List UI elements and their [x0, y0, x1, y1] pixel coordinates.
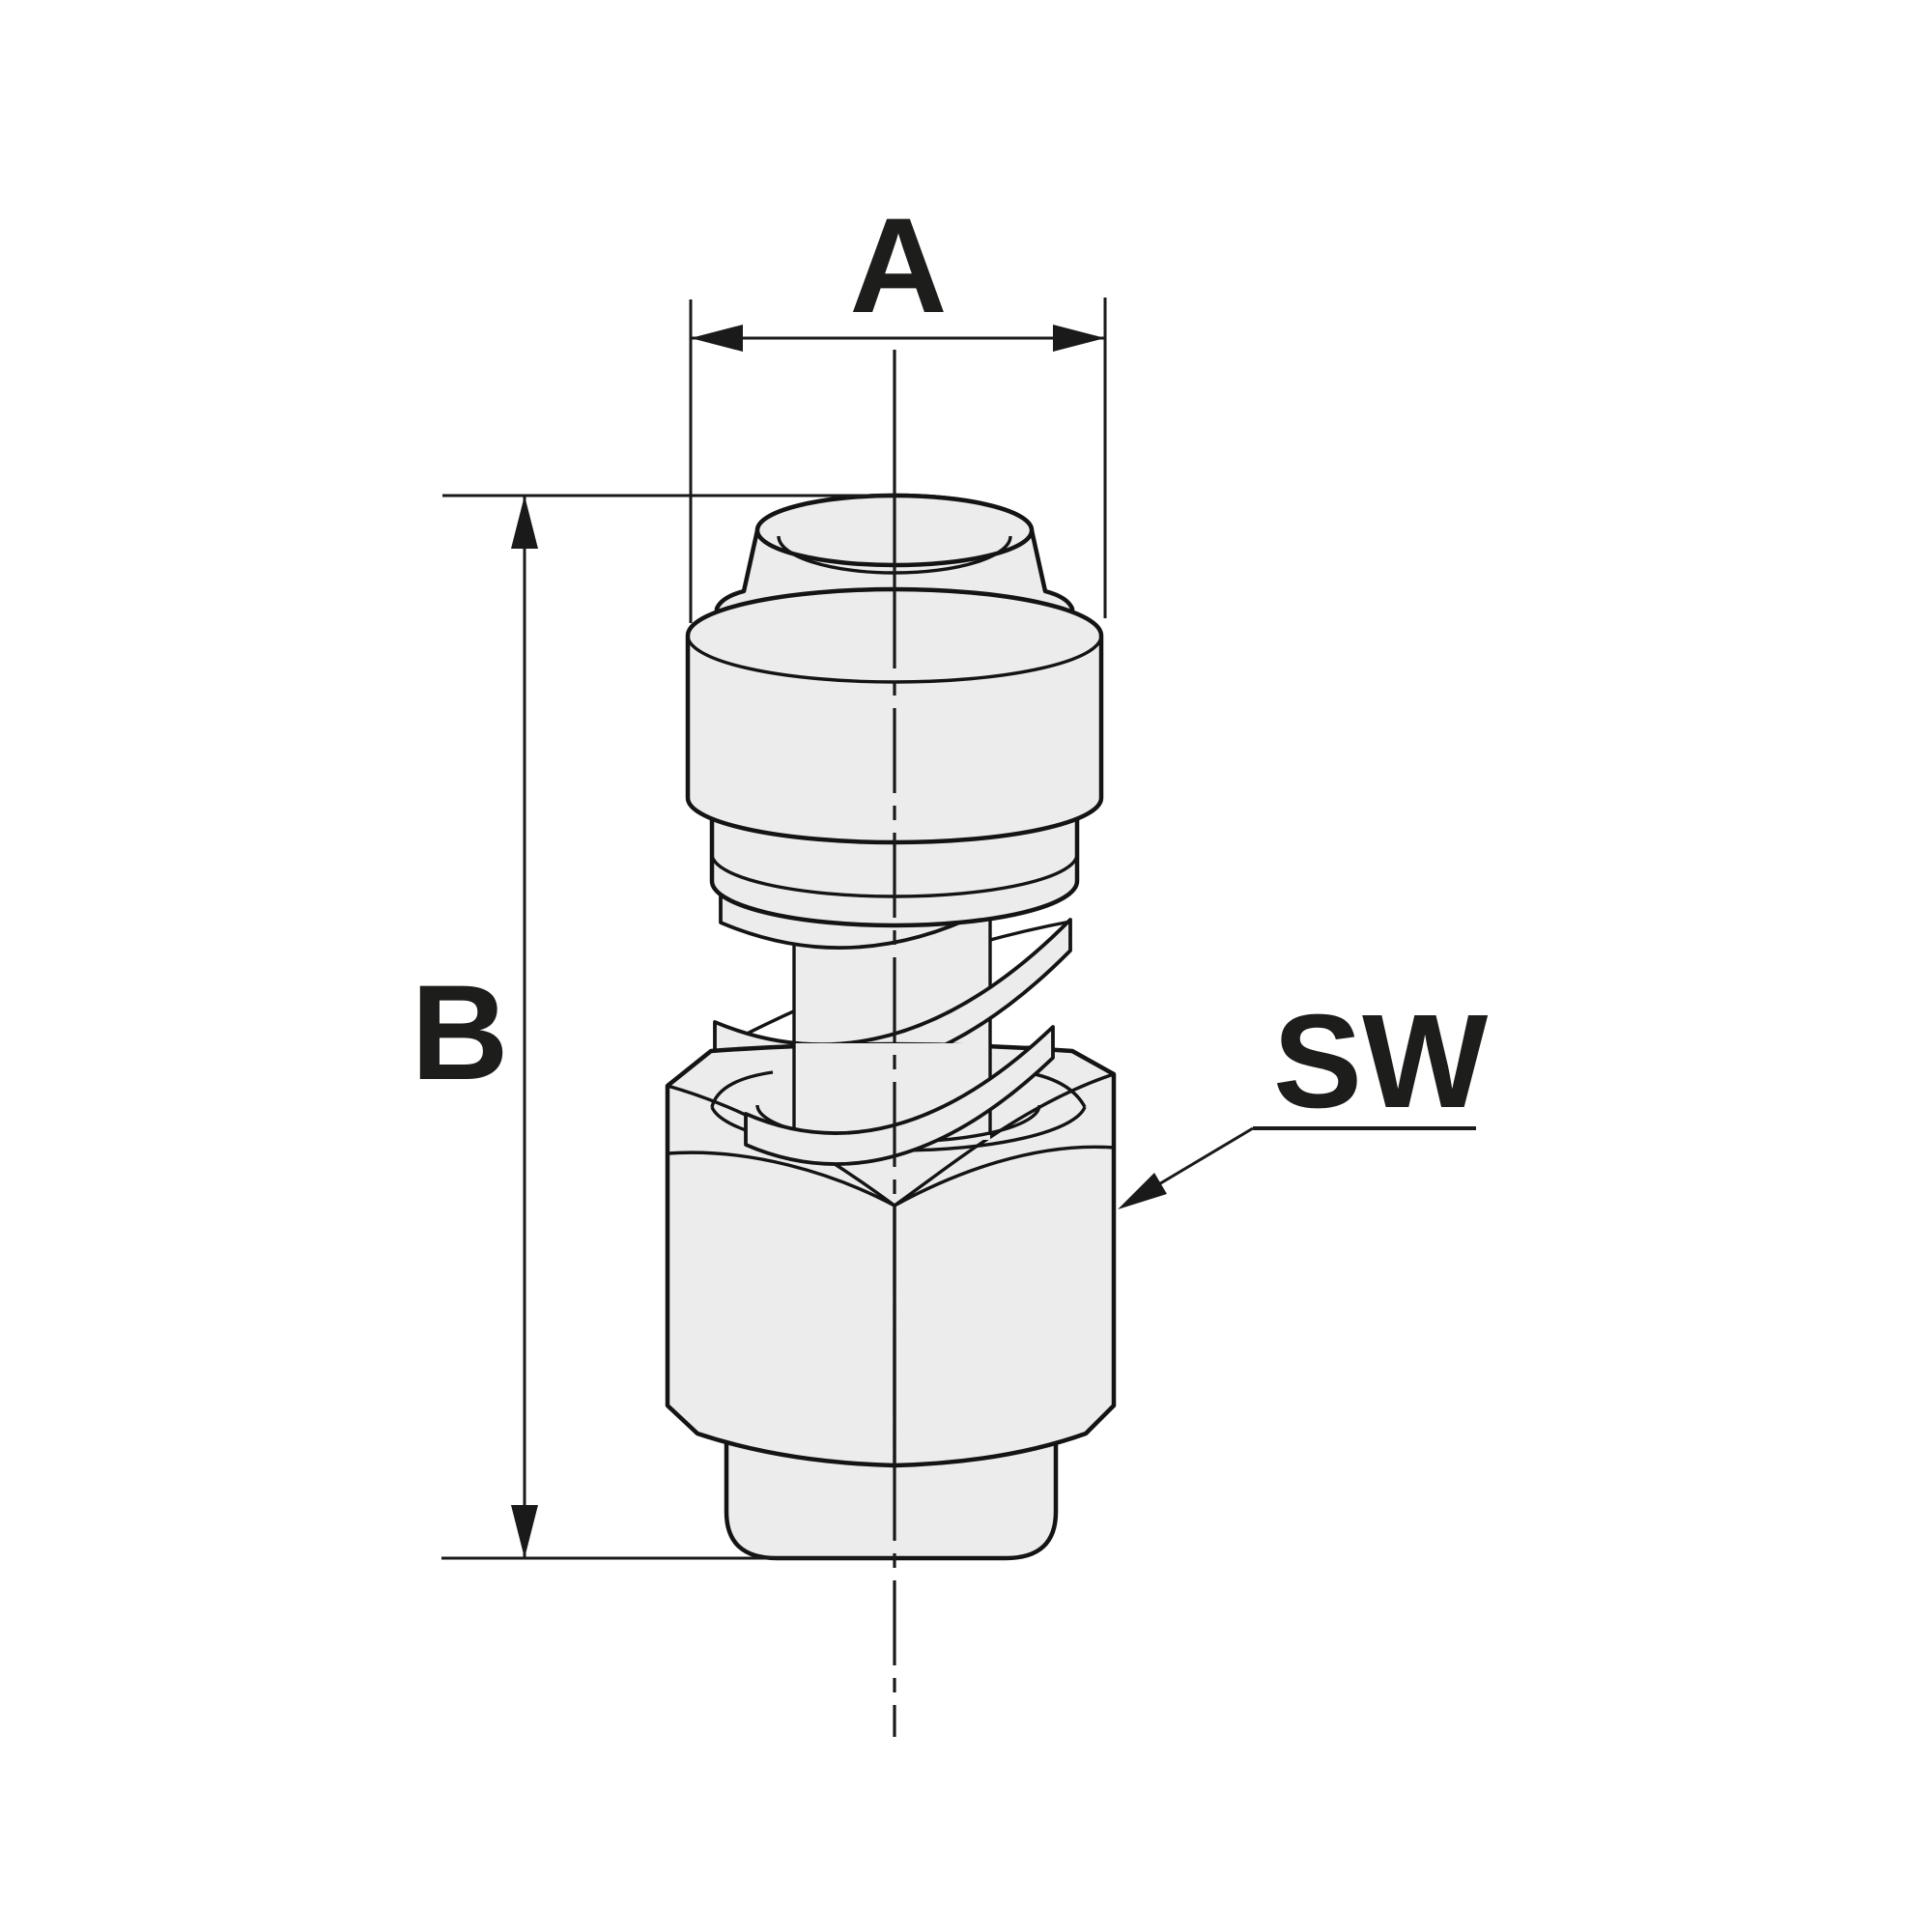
dim-a-label: A — [849, 189, 947, 341]
bottom-stud — [724, 1431, 1059, 1561]
spring-front-coil-3 — [744, 1025, 1055, 1166]
dimension-a: A — [689, 189, 1107, 623]
sw-label: SW — [1273, 987, 1489, 1136]
hex-chamfer-arc-right-upper — [894, 1072, 1115, 1208]
dim-a-arrowhead-left — [691, 325, 743, 352]
dimension-b: B — [411, 494, 895, 1560]
dim-a-arrowhead-right — [1053, 325, 1105, 352]
hex-face-arc-left — [667, 1151, 895, 1208]
dim-b-arrowhead-top — [511, 496, 538, 549]
dim-b-arrowhead-bottom — [511, 1505, 538, 1558]
dim-b-label: B — [411, 956, 508, 1108]
hex-face-arc-right — [894, 1145, 1115, 1208]
sw-leader-arrowhead — [1118, 1173, 1167, 1209]
part-drawing — [665, 493, 1117, 1561]
hex-top-ring-back-left — [710, 1070, 774, 1108]
sw-callout: SW — [1118, 987, 1489, 1209]
